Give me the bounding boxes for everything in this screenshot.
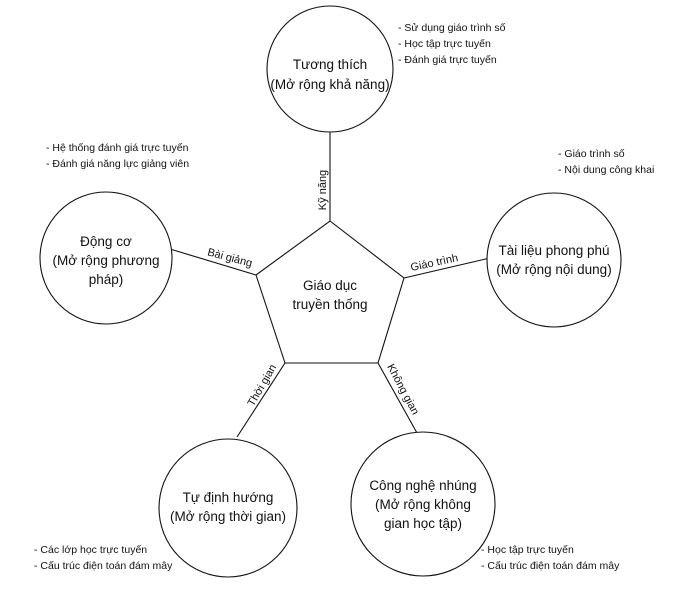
node-left-subtitle-1: (Mở rộng phương — [52, 253, 159, 268]
connector-left — [169, 248, 257, 276]
center-label-line2: truyền thống — [292, 297, 367, 312]
edge-label-bottom-left: Thời gian — [246, 362, 280, 408]
note-item: - Đánh giá trực tuyến — [398, 54, 497, 66]
node-circle-bottom-left — [158, 438, 298, 578]
note-item: - Các lớp học trực tuyến — [34, 544, 148, 556]
note-item: - Cấu trúc điện toán đám mây — [481, 560, 620, 572]
edge-label-left: Bài giảng — [206, 246, 253, 269]
center-label-line1: Giáo dục — [303, 278, 357, 293]
node-right-title: Tài liệu phong phú — [498, 243, 609, 258]
note-item: - Cấu trúc điện toán đám mây — [34, 560, 173, 572]
note-item: - Học tập trực tuyến — [398, 38, 491, 50]
edge-label-bottom-right: Không gian — [384, 362, 421, 417]
node-bottom-left-subtitle: (Mở rộng thời gian) — [170, 509, 286, 524]
node-bottom-right-title: Công nghệ nhúng — [369, 478, 476, 493]
node-top-title: Tương thích — [293, 57, 367, 72]
node-bottom-right-subtitle-2: gian học tập) — [384, 516, 462, 531]
note-item: - Giáo trình số — [558, 148, 625, 160]
connector-bottom-right — [377, 362, 418, 434]
note-item: - Sử dụng giáo trình số — [398, 22, 506, 34]
note-item: - Học tập trực tuyến — [481, 544, 574, 556]
node-left-title: Động cơ — [80, 234, 132, 249]
node-top-subtitle: (Mở rộng khả năng) — [270, 77, 389, 92]
note-bottom-right: - Học tập trực tuyến - Cấu trúc điện toá… — [481, 542, 619, 574]
center-pentagon — [255, 220, 405, 364]
node-circle-right — [486, 192, 622, 328]
node-circle-top — [266, 5, 394, 133]
note-item: - Hệ thống đánh giá trực tuyến — [46, 142, 189, 154]
node-right-subtitle: (Mở rộng nội dung) — [496, 262, 611, 277]
node-bottom-right-subtitle-1: (Mở rộng không — [375, 497, 471, 512]
node-circle-left — [39, 191, 173, 325]
note-right: - Giáo trình số - Nội dung công khai — [558, 146, 654, 178]
note-bottom-left: - Các lớp học trực tuyến - Cấu trúc điện… — [34, 542, 172, 574]
connector-right — [403, 257, 491, 279]
note-item: - Nội dung công khai — [558, 164, 655, 176]
node-left-subtitle-2: pháp) — [89, 272, 124, 287]
note-item: - Đánh giá năng lực giảng viên — [46, 158, 190, 170]
node-bottom-left-title: Tự định hướng — [183, 490, 274, 505]
node-circle-bottom-right — [350, 431, 496, 577]
edge-label-top: Kỹ năng — [317, 170, 329, 210]
connector-bottom-left — [236, 362, 286, 438]
note-top: - Sử dụng giáo trình số - Học tập trực t… — [398, 20, 505, 68]
note-left: - Hệ thống đánh giá trực tuyến - Đánh gi… — [46, 140, 189, 172]
